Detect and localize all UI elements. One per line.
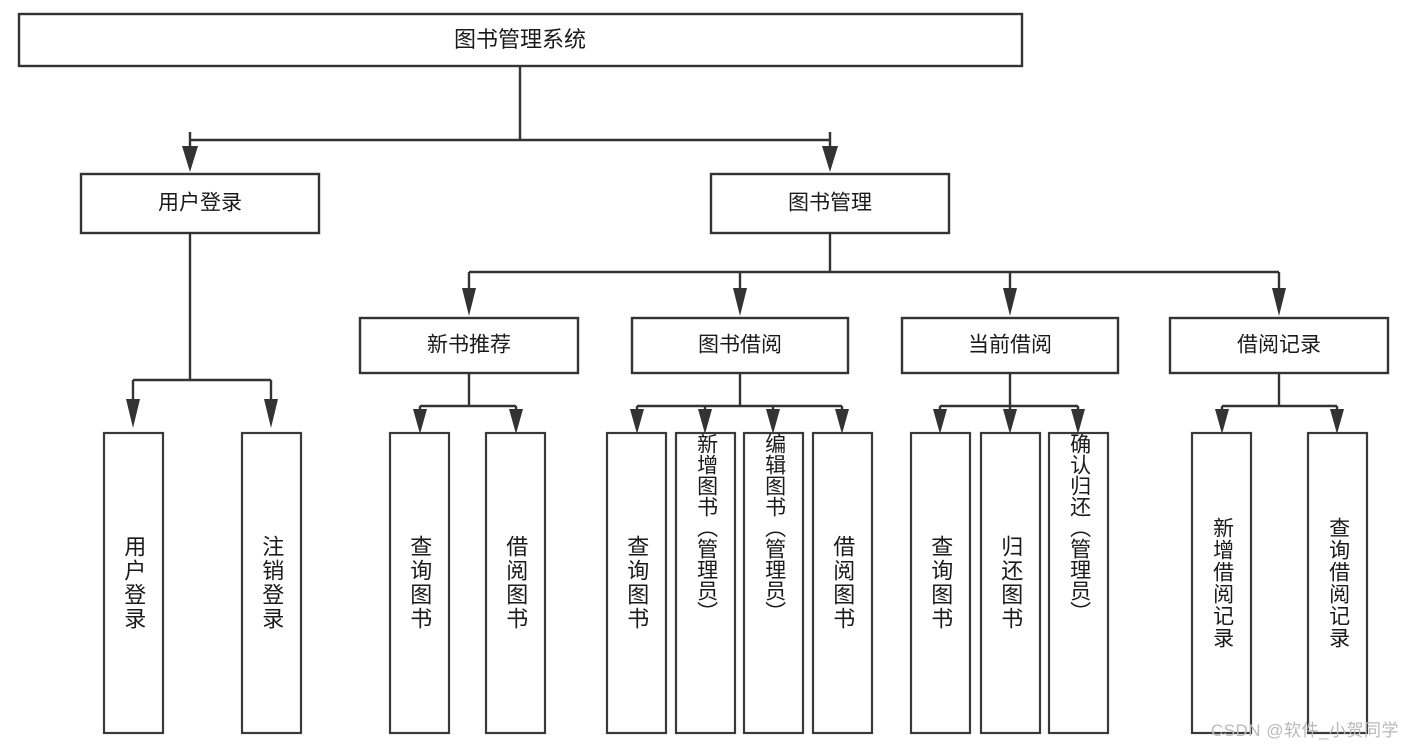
leaf-box-cb-query-book[interactable] (909, 431, 972, 735)
arrow-head-leaf-user-login (126, 399, 140, 428)
arrow-head-bb-query-book (630, 409, 644, 434)
connector-group-borrowrecord-to-leaves (1215, 373, 1344, 434)
connector-group-bookborrow-to-leaves (630, 373, 849, 434)
connector-group-newbook-to-leaves (413, 373, 523, 434)
arrow-head-br-add-record (1215, 409, 1229, 434)
node-root-system-label: 图书管理系统 (454, 27, 586, 52)
arrow-head-cb-query-book (933, 409, 947, 434)
node-root-system-box (17, 12, 1024, 68)
arrow-head-new-book (462, 288, 476, 316)
node-book-manage-label: 图书管理 (788, 192, 872, 215)
arrow-head-leaf-logout (264, 399, 278, 428)
node-new-book-recommend-label: 新书推荐 (427, 334, 511, 357)
node-current-borrow-box (900, 316, 1120, 375)
arrow-head-bb-edit-book (766, 409, 780, 434)
leaf-box-cb-confirm-return[interactable] (1047, 431, 1110, 735)
leaf-box-br-query-record[interactable] (1306, 431, 1369, 735)
arrow-head-cb-return-book (1003, 409, 1017, 434)
leaf-box-nb-query-book[interactable] (388, 431, 451, 735)
node-new-book-recommend-box (358, 316, 580, 375)
node-book-borrow-label: 图书借阅 (698, 334, 782, 357)
connector-group-bookmanage-to-level2 (462, 233, 1286, 316)
node-current-borrow[interactable]: 当前借阅 (900, 316, 1120, 375)
leaf-boxes-book-borrow (605, 431, 874, 735)
leaf-box-br-add-record[interactable] (1190, 431, 1253, 735)
node-root-system[interactable]: 图书管理系统 (17, 12, 1024, 68)
arrow-head-nb-query-book (413, 409, 427, 434)
leaf-box-bb-edit-book[interactable] (742, 431, 805, 735)
leaf-box-nb-borrow-book[interactable] (484, 431, 547, 735)
leaf-boxes-new-book-recommend (388, 431, 547, 735)
arrow-head-bb-borrow-book (835, 409, 849, 434)
arrow-head-nb-borrow-book (509, 409, 523, 434)
leaf-boxes-borrow-record (1190, 431, 1369, 735)
node-borrow-record-box (1168, 316, 1390, 375)
node-borrow-record[interactable]: 借阅记录 (1168, 316, 1390, 375)
csdn-watermark: CSDN @软件_小贺同学 (1210, 721, 1399, 740)
node-book-borrow[interactable]: 图书借阅 (630, 316, 850, 375)
leaf-box-user-login[interactable] (102, 431, 165, 735)
leaf-boxes-current-borrow (909, 431, 1110, 735)
leaf-box-logout[interactable] (240, 431, 303, 735)
leaf-box-bb-add-book[interactable] (674, 431, 737, 735)
leaf-box-cb-return-book[interactable] (979, 431, 1042, 735)
node-book-manage-box (709, 172, 951, 235)
node-user-login-box (79, 172, 321, 235)
arrow-head-book-manage (822, 146, 838, 172)
node-book-manage[interactable]: 图书管理 (709, 172, 951, 235)
arrow-head-user-login (182, 146, 198, 172)
node-borrow-record-label: 借阅记录 (1237, 334, 1321, 357)
node-current-borrow-label: 当前借阅 (968, 334, 1052, 357)
arrow-head-current-borrow (1003, 288, 1017, 316)
connector-group-root-to-level1 (182, 66, 838, 172)
arrow-head-br-query-record (1330, 409, 1344, 434)
connector-group-userlogin-to-leaves (126, 233, 278, 428)
connector-group-currentborrow-to-leaves (933, 373, 1085, 434)
leaf-box-bb-borrow-book[interactable] (811, 431, 874, 735)
arrow-head-cb-confirm-return (1071, 409, 1085, 434)
arrow-head-book-borrow (733, 288, 747, 316)
leaf-box-bb-query-book[interactable] (605, 431, 668, 735)
node-book-borrow-box (630, 316, 850, 375)
arrow-head-bb-add-book (698, 409, 712, 434)
arrow-head-borrow-record (1272, 288, 1286, 316)
node-user-login[interactable]: 用户登录 (79, 172, 321, 235)
leaf-boxes-user-login (102, 431, 303, 735)
node-user-login-label: 用户登录 (158, 192, 242, 215)
node-new-book-recommend[interactable]: 新书推荐 (358, 316, 580, 375)
